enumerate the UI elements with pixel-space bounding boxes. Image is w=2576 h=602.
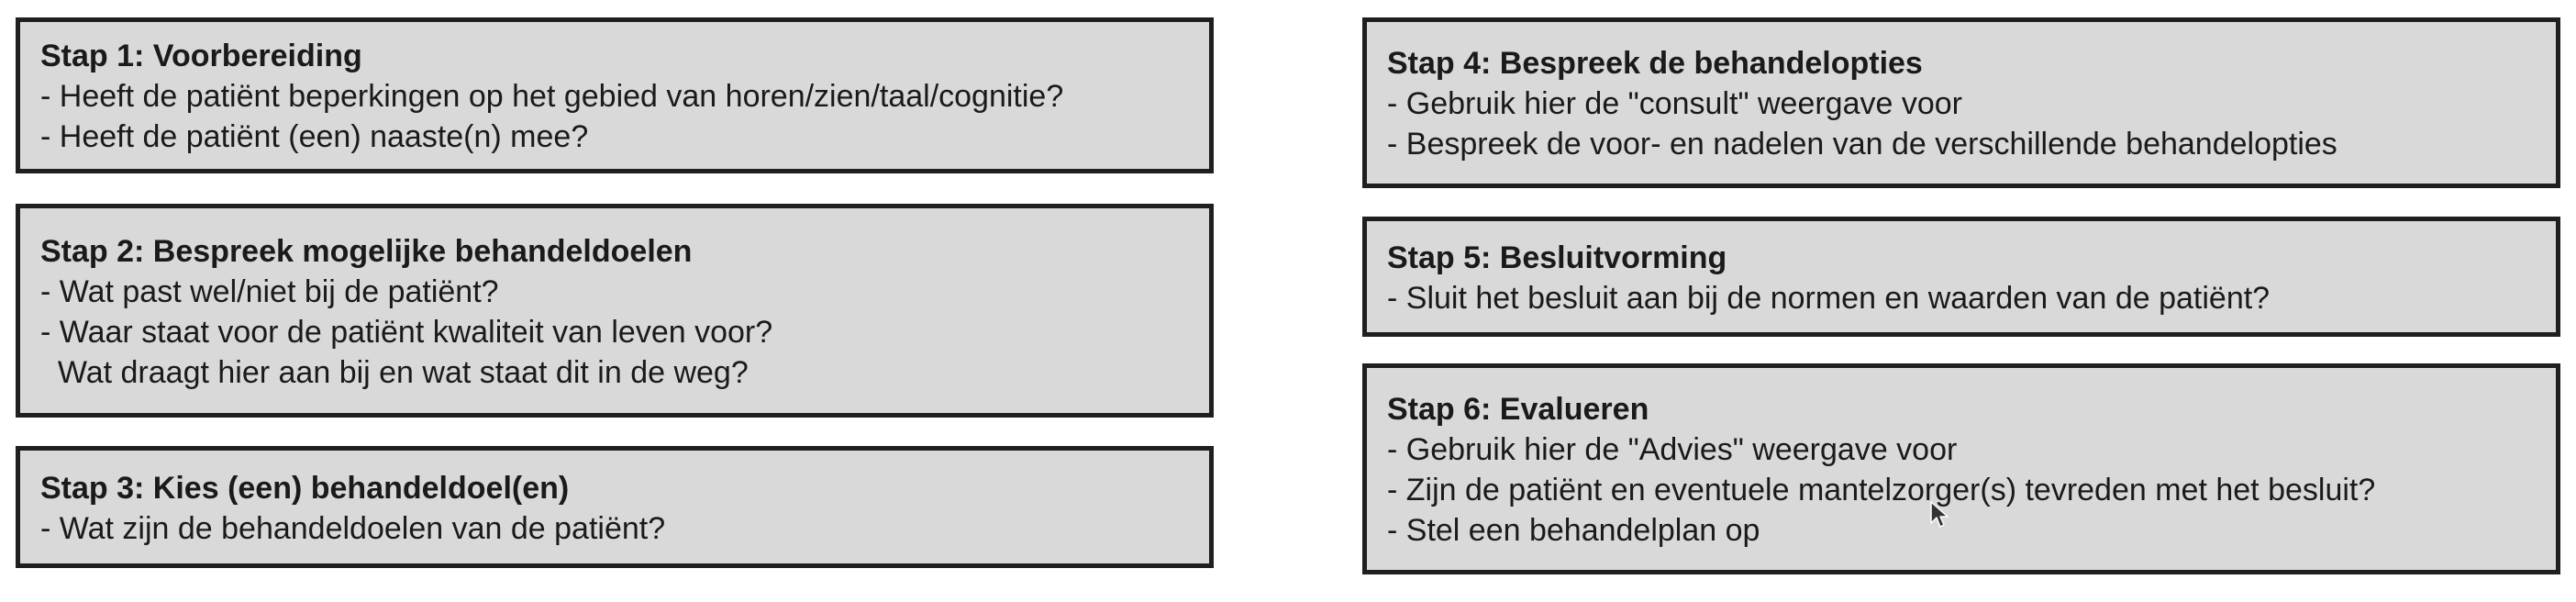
step-2-title: Stap 2: Bespreek mogelijke behandeldoele… <box>40 233 693 269</box>
step-5-title: Stap 5: Besluitvorming <box>1387 240 1727 275</box>
step-1-line-2: - Heeft de patiënt (een) naaste(n) mee? <box>40 119 589 154</box>
step-2-line-3: Wat draagt hier aan bij en wat staat dit… <box>40 354 749 390</box>
step-4-box: Stap 4: Bespreek de behandelopties - Geb… <box>1362 17 2560 188</box>
step-3-line-1: - Wat zijn de behandeldoelen van de pati… <box>40 510 666 546</box>
step-5-line-1: - Sluit het besluit aan bij de normen en… <box>1387 280 2271 316</box>
step-1-box: Stap 1: Voorbereiding - Heeft de patiënt… <box>16 17 1214 173</box>
step-2-line-2: - Waar staat voor de patiënt kwaliteit v… <box>40 314 773 350</box>
step-5-box: Stap 5: Besluitvorming - Sluit het beslu… <box>1362 217 2560 337</box>
step-2-line-1: - Wat past wel/niet bij de patiënt? <box>40 273 499 309</box>
step-3-box: Stap 3: Kies (een) behandeldoel(en) - Wa… <box>16 446 1214 568</box>
step-1-line-1: - Heeft de patiënt beperkingen op het ge… <box>40 79 1064 114</box>
step-1-title: Stap 1: Voorbereiding <box>40 39 362 73</box>
step-4-line-2: - Bespreek de voor- en nadelen van de ve… <box>1387 127 2337 162</box>
step-2-box: Stap 2: Bespreek mogelijke behandeldoele… <box>16 204 1214 418</box>
step-3-title: Stap 3: Kies (een) behandeldoel(en) <box>40 470 570 506</box>
step-6-line-1: - Gebruik hier de "Advies" weergave voor <box>1387 432 1958 467</box>
step-4-line-1: - Gebruik hier de "consult" weergave voo… <box>1387 86 1962 121</box>
step-6-line-2: - Zijn de patiënt en eventuele mantelzor… <box>1387 473 2376 507</box>
mouse-pointer-icon <box>1930 501 1949 528</box>
step-4-title: Stap 4: Bespreek de behandelopties <box>1387 46 1923 81</box>
step-6-box: Stap 6: Evalueren - Gebruik hier de "Adv… <box>1362 363 2560 574</box>
step-6-title: Stap 6: Evalueren <box>1387 392 1649 427</box>
step-6-line-3: - Stel een behandelplan op <box>1387 513 1760 548</box>
